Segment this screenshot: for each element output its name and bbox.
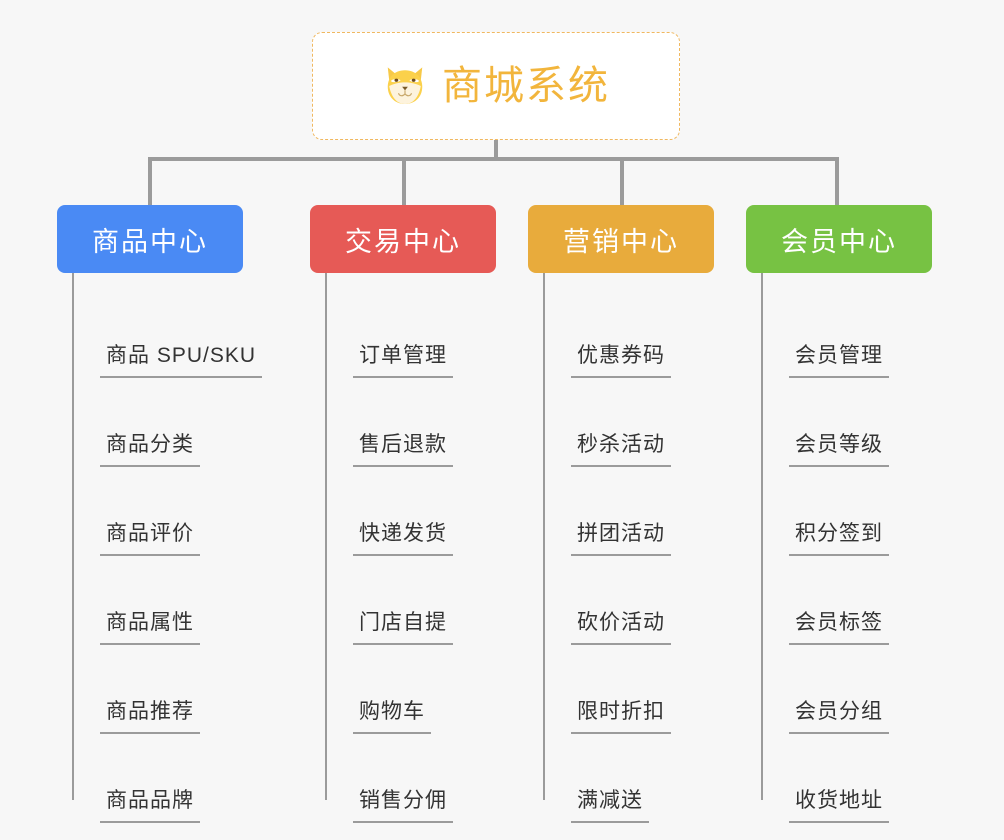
connector-drop-1 bbox=[148, 157, 152, 205]
leaf-label: 砍价活动 bbox=[571, 610, 671, 645]
leaf-item[interactable]: 商品品牌 bbox=[100, 734, 243, 823]
leaf-label: 会员标签 bbox=[789, 610, 889, 645]
leaf-item[interactable]: 购物车 bbox=[353, 645, 496, 734]
leaf-item[interactable]: 会员管理 bbox=[789, 289, 932, 378]
leaf-label: 门店自提 bbox=[353, 610, 453, 645]
root-title: 商城系统 bbox=[442, 64, 610, 108]
branch-spine-4 bbox=[761, 273, 763, 800]
leaf-label: 商品属性 bbox=[100, 610, 200, 645]
branch-header-2[interactable]: 交易中心 bbox=[310, 205, 496, 273]
connector-drop-4 bbox=[835, 157, 839, 205]
branch-column-2: 交易中心 订单管理 售后退款 快递发货 门店自提 购物车 销售分佣 bbox=[310, 205, 496, 823]
leaf-label: 积分签到 bbox=[789, 521, 889, 556]
leaf-item[interactable]: 秒杀活动 bbox=[571, 378, 714, 467]
leaf-label: 收货地址 bbox=[789, 788, 889, 823]
branch-header-4[interactable]: 会员中心 bbox=[746, 205, 932, 273]
leaf-item[interactable]: 满减送 bbox=[571, 734, 714, 823]
leaf-label: 快递发货 bbox=[353, 521, 453, 556]
leaf-item[interactable]: 商品评价 bbox=[100, 467, 243, 556]
branch-label-2: 交易中心 bbox=[345, 226, 461, 257]
branch-leaf-list-4: 会员管理 会员等级 积分签到 会员标签 会员分组 收货地址 bbox=[761, 273, 932, 823]
leaf-item[interactable]: 商品 SPU/SKU bbox=[100, 289, 263, 378]
connector-drop-3 bbox=[620, 157, 624, 205]
leaf-item[interactable]: 门店自提 bbox=[353, 556, 496, 645]
leaf-label: 秒杀活动 bbox=[571, 432, 671, 467]
connector-bus bbox=[148, 157, 839, 161]
leaf-label: 商品 SPU/SKU bbox=[100, 343, 263, 378]
leaf-label: 商品评价 bbox=[100, 521, 200, 556]
leaf-label: 商品品牌 bbox=[100, 788, 200, 823]
leaf-item[interactable]: 积分签到 bbox=[789, 467, 932, 556]
branch-column-3: 营销中心 优惠券码 秒杀活动 拼团活动 砍价活动 限时折扣 满减送 bbox=[528, 205, 714, 823]
leaf-label: 购物车 bbox=[353, 699, 431, 734]
leaf-item[interactable]: 售后退款 bbox=[353, 378, 496, 467]
branch-spine-3 bbox=[543, 273, 545, 800]
connector-drop-2 bbox=[402, 157, 406, 205]
leaf-label: 拼团活动 bbox=[571, 521, 671, 556]
branch-leaf-list-3: 优惠券码 秒杀活动 拼团活动 砍价活动 限时折扣 满减送 bbox=[543, 273, 714, 823]
branch-header-1[interactable]: 商品中心 bbox=[57, 205, 243, 273]
leaf-label: 限时折扣 bbox=[571, 699, 671, 734]
leaf-item[interactable]: 会员分组 bbox=[789, 645, 932, 734]
branch-column-1: 商品中心 商品 SPU/SKU 商品分类 商品评价 商品属性 商品推荐 商品品牌 bbox=[57, 205, 263, 823]
branch-spine-2 bbox=[325, 273, 327, 800]
branch-leaf-list-1: 商品 SPU/SKU 商品分类 商品评价 商品属性 商品推荐 商品品牌 bbox=[72, 273, 263, 823]
leaf-item[interactable]: 限时折扣 bbox=[571, 645, 714, 734]
leaf-label: 商品推荐 bbox=[100, 699, 200, 734]
leaf-item[interactable]: 快递发货 bbox=[353, 467, 496, 556]
branch-spine-1 bbox=[72, 273, 74, 800]
branch-header-3[interactable]: 营销中心 bbox=[528, 205, 714, 273]
leaf-item[interactable]: 拼团活动 bbox=[571, 467, 714, 556]
branch-label-1: 商品中心 bbox=[92, 226, 208, 257]
leaf-item[interactable]: 商品属性 bbox=[100, 556, 243, 645]
leaf-label: 售后退款 bbox=[353, 432, 453, 467]
branch-label-4: 会员中心 bbox=[781, 226, 897, 257]
branch-leaf-list-2: 订单管理 售后退款 快递发货 门店自提 购物车 销售分佣 bbox=[325, 273, 496, 823]
branch-column-4: 会员中心 会员管理 会员等级 积分签到 会员标签 会员分组 收货地址 bbox=[746, 205, 932, 823]
leaf-item[interactable]: 收货地址 bbox=[789, 734, 932, 823]
connector-trunk bbox=[494, 140, 498, 160]
leaf-label: 商品分类 bbox=[100, 432, 200, 467]
leaf-item[interactable]: 商品推荐 bbox=[100, 645, 243, 734]
branch-label-3: 营销中心 bbox=[563, 226, 679, 257]
leaf-item[interactable]: 会员标签 bbox=[789, 556, 932, 645]
leaf-item[interactable]: 订单管理 bbox=[353, 289, 496, 378]
leaf-item[interactable]: 商品分类 bbox=[100, 378, 243, 467]
leaf-label: 订单管理 bbox=[353, 343, 453, 378]
leaf-label: 会员等级 bbox=[789, 432, 889, 467]
leaf-label: 销售分佣 bbox=[353, 788, 453, 823]
shiba-dog-icon bbox=[387, 67, 423, 104]
leaf-item[interactable]: 优惠券码 bbox=[571, 289, 714, 378]
leaf-item[interactable]: 销售分佣 bbox=[353, 734, 496, 823]
leaf-label: 满减送 bbox=[571, 788, 649, 823]
root-node[interactable]: 商城系统 bbox=[312, 32, 680, 140]
leaf-label: 优惠券码 bbox=[571, 343, 671, 378]
leaf-label: 会员分组 bbox=[789, 699, 889, 734]
leaf-label: 会员管理 bbox=[789, 343, 889, 378]
leaf-item[interactable]: 砍价活动 bbox=[571, 556, 714, 645]
leaf-item[interactable]: 会员等级 bbox=[789, 378, 932, 467]
